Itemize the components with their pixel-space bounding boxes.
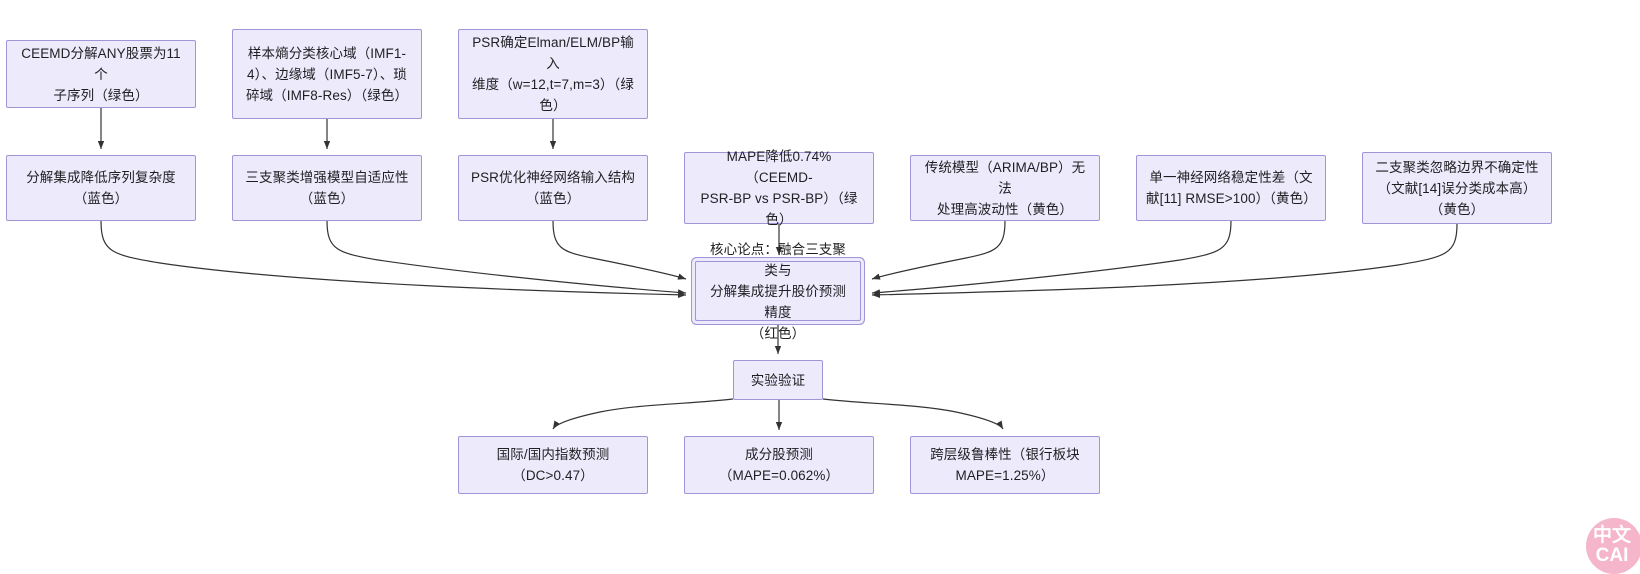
watermark-badge: 中文 CAI	[1586, 518, 1640, 574]
watermark-label: 中文 CAI	[1592, 525, 1631, 566]
node-constituent-stock-forecast[interactable]: 成分股预测 （MAPE=0.062%）	[684, 436, 874, 494]
edge-decomp-to-core	[100, 220, 687, 299]
node-cross-level-robustness[interactable]: 跨层级鲁棒性（银行板块 MAPE=1.25%）	[910, 436, 1100, 494]
node-ceemd-decomposition[interactable]: CEEMD分解ANY股票为11个 子序列（绿色）	[6, 40, 196, 108]
edge-singlenn-to-core	[871, 220, 1232, 296]
edge-threeway-to-core	[326, 220, 687, 296]
node-core-claim[interactable]: 核心论点：融合三支聚类与 分解集成提升股价预测精度 （红色）	[695, 242, 861, 341]
node-single-neural-network-instability[interactable]: 单一神经网络稳定性差（文 献[11] RMSE>100）（黄色）	[1136, 155, 1326, 221]
node-two-way-clustering-boundary[interactable]: 二支聚类忽略边界不确定性 （文献[14]误分类成本高） （黄色）	[1362, 152, 1552, 224]
edge-traditional-to-core	[871, 220, 1006, 280]
node-index-forecast[interactable]: 国际/国内指数预测 （DC>0.47）	[458, 436, 648, 494]
node-sample-entropy-classification[interactable]: 样本熵分类核心域（IMF1- 4）、边缘域（IMF5-7）、琐 碎域（IMF8-…	[232, 29, 422, 119]
edge-validation-to-robust	[822, 398, 1004, 430]
edge-twoway-to-core	[871, 223, 1458, 299]
node-mape-reduction[interactable]: MAPE降低0.74%（CEEMD- PSR-BP vs PSR-BP）（绿 色…	[684, 149, 874, 227]
node-three-way-clustering-adaptivity[interactable]: 三支聚类增强模型自适应性 （蓝色）	[232, 155, 422, 221]
node-psr-input-dimension[interactable]: PSR确定Elman/ELM/BP输入 维度（w=12,t=7,m=3）（绿 色…	[458, 29, 648, 119]
node-experiment-validation[interactable]: 实验验证	[733, 360, 823, 400]
node-psr-optimizes-network-input[interactable]: PSR优化神经网络输入结构 （蓝色）	[458, 155, 648, 221]
edge-psropt-to-core	[552, 220, 687, 280]
edge-validation-to-index	[552, 398, 734, 430]
node-decomposition-reduces-complexity[interactable]: 分解集成降低序列复杂度 （蓝色）	[6, 155, 196, 221]
node-traditional-model-limitation[interactable]: 传统模型（ARIMA/BP）无法 处理高波动性（黄色）	[910, 155, 1100, 221]
